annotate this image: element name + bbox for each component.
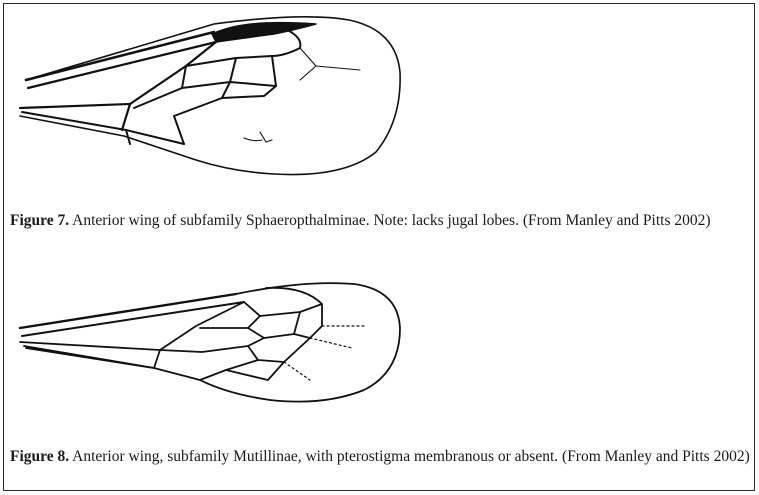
vein: [222, 86, 276, 98]
vein: [20, 104, 130, 108]
vein: [22, 112, 184, 144]
vein: [248, 312, 300, 338]
vein: [200, 316, 260, 328]
figure-8-text: Anterior wing, subfamily Mutillinae, wit…: [69, 448, 750, 465]
vein: [134, 88, 182, 108]
vein: [154, 302, 244, 368]
vein: [226, 362, 284, 380]
figure-8-caption: Figure 8. Anterior wing, subfamily Mutil…: [10, 446, 754, 467]
figure-7-label: Figure 7.: [10, 212, 69, 229]
figure-7-text: Anterior wing of subfamily Sphaeropthalm…: [69, 212, 710, 229]
figure-8-label: Figure 8.: [10, 448, 69, 465]
vein: [230, 56, 276, 86]
pterostigma: [212, 23, 316, 42]
vein-spur: [310, 338, 352, 348]
wing-diagram-mutillinae: [4, 276, 414, 411]
vein-spur: [244, 138, 262, 141]
vein: [174, 82, 230, 144]
vein-spur: [300, 66, 316, 80]
figure-7-caption: Figure 7. Anterior wing of subfamily Sph…: [10, 210, 754, 231]
figure-panel: Figure 7. Anterior wing of subfamily Sph…: [3, 3, 755, 491]
costal-vein: [26, 32, 214, 80]
vein-spur: [284, 362, 310, 380]
vein-spur: [300, 48, 360, 70]
wing-diagram-sphaeropthalminae: [4, 12, 424, 182]
vein: [244, 288, 322, 316]
wing-outline: [20, 17, 400, 175]
wing-outline: [20, 283, 400, 402]
